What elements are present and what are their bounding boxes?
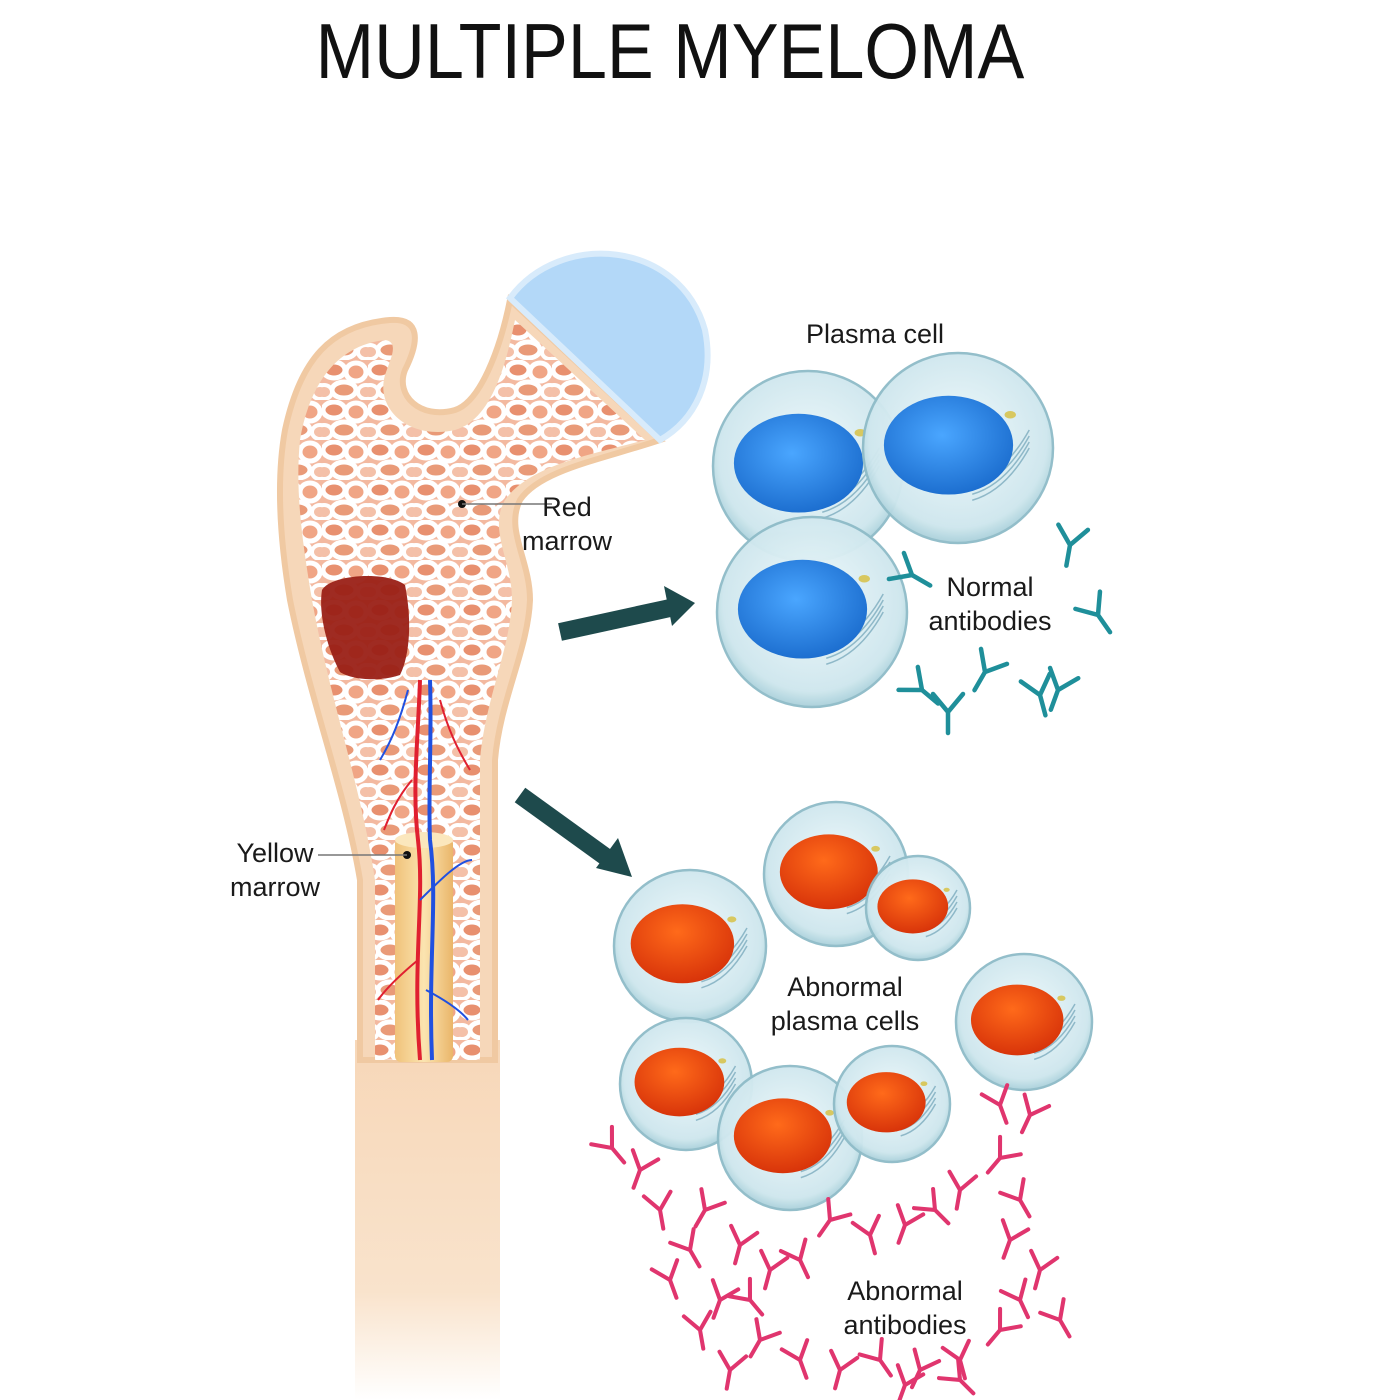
normal-antibody-icon [972,646,1010,693]
normal-antibody-icon [1018,671,1053,718]
abnormal-antibody-icon [936,1356,976,1396]
normal-antibodies-group [886,522,1113,736]
abnormal-antibody-icon [778,1237,811,1280]
femur-bone [277,250,711,1400]
normal-plasma-cells [711,351,1055,709]
abnormal-plasma-cell-3 [612,868,768,1024]
label-abnormal-antibodies-line1: Abnormal [847,1276,963,1306]
label-yellow-marrow-line2: marrow [229,872,320,902]
label-red-marrow-line2: marrow [521,526,612,556]
abnormal-antibody-icon [668,1227,702,1269]
normal-plasma-cell-2 [861,351,1055,545]
abnormal-plasma-cell-4 [954,952,1094,1092]
abnormal-antibody-icon [895,1363,926,1400]
label-normal-antibodies-line1: Normal [946,572,1034,602]
abnormal-antibody-icon [710,1278,741,1320]
abnormal-antibody-icon [759,1248,790,1291]
label-yellow-marrow-line1: Yellow [236,838,314,868]
label-red-marrow-line1: Red [542,492,592,522]
abnormal-antibody-icon [829,1348,860,1391]
abnormal-plasma-cell-2 [864,854,972,962]
blood-vessels [377,679,473,1061]
arrow-to-normal-cells [558,586,695,641]
abnormal-antibody-icon [857,1336,893,1378]
bone-shaft [355,1040,500,1400]
abnormal-antibody-icon [727,1276,765,1317]
normal-antibody-icon [1073,589,1113,635]
label-plasma-cell: Plasma cell [805,319,945,349]
abnormal-antibody-icon [911,1186,951,1226]
arrow-to-abnormal-cells [514,787,632,877]
abnormal-antibody-icon [850,1213,881,1256]
label-normal-antibodies-line2: antibodies [928,606,1052,636]
abnormal-antibody-icon [729,1223,760,1266]
articular-cartilage [506,250,711,444]
abnormal-antibody-icon [947,1169,979,1211]
normal-antibody-icon [930,691,966,736]
abnormal-plasma-cell-6 [716,1064,864,1212]
abnormal-antibody-icon [1000,1218,1031,1260]
abnormal-antibodies-group [589,1083,1072,1400]
label-pointers [318,500,552,859]
abnormal-antibody-icon [630,1148,661,1190]
abnormal-antibody-icon [717,1349,749,1391]
abnormal-antibody-icon [1038,1297,1072,1339]
normal-antibody-icon [896,664,941,706]
abnormal-antibody-icon [641,1189,673,1231]
normal-antibody-icon [1047,665,1081,712]
label-abnormal-plasma-cells-line1: Abnormal [787,972,903,1002]
abnormal-antibody-icon [693,1187,727,1229]
abnormal-antibody-icon [817,1196,853,1238]
abnormal-antibody-icon [589,1124,627,1165]
normal-antibody-icon [1056,522,1091,568]
label-abnormal-plasma-cells: Abnormal plasma cells [760,970,930,1038]
myeloma-lesion [321,575,410,680]
label-yellow-marrow: Yellow marrow [220,836,330,904]
abnormal-antibody-icon [1019,1092,1052,1135]
abnormal-antibody-icon [681,1309,713,1351]
diagram-title: MULTIPLE MYELOMA [315,7,1025,95]
abnormal-antibody-icon [998,1177,1032,1219]
label-abnormal-antibodies: Abnormal antibodies [830,1274,980,1342]
normal-antibody-icon [886,550,933,588]
abnormal-plasma-cell-7 [832,1044,952,1164]
abnormal-antibody-icon [649,1258,680,1300]
label-abnormal-antibodies-line2: antibodies [843,1310,967,1340]
normal-plasma-cell-3 [715,515,909,709]
abnormal-antibody-icon [998,1277,1031,1320]
abnormal-antibody-icon [979,1083,1010,1125]
abnormal-antibody-icon [748,1317,782,1359]
abnormal-antibody-icon [985,1134,1023,1175]
spongy-bone [298,320,645,1060]
abnormal-plasma-cell-5 [618,1016,754,1152]
abnormal-antibody-icon [1029,1248,1060,1291]
label-abnormal-plasma-cells-line2: plasma cells [770,1006,920,1036]
abnormal-plasma-cells [612,800,1094,1212]
label-red-marrow: Red marrow [512,490,622,558]
label-normal-antibodies: Normal antibodies [915,570,1065,638]
yellow-marrow-canal [395,838,453,1062]
abnormal-antibody-icon [985,1306,1023,1347]
abnormal-antibody-icon [895,1203,926,1245]
abnormal-antibody-icon [779,1338,810,1380]
normal-plasma-cell-1 [711,369,905,563]
